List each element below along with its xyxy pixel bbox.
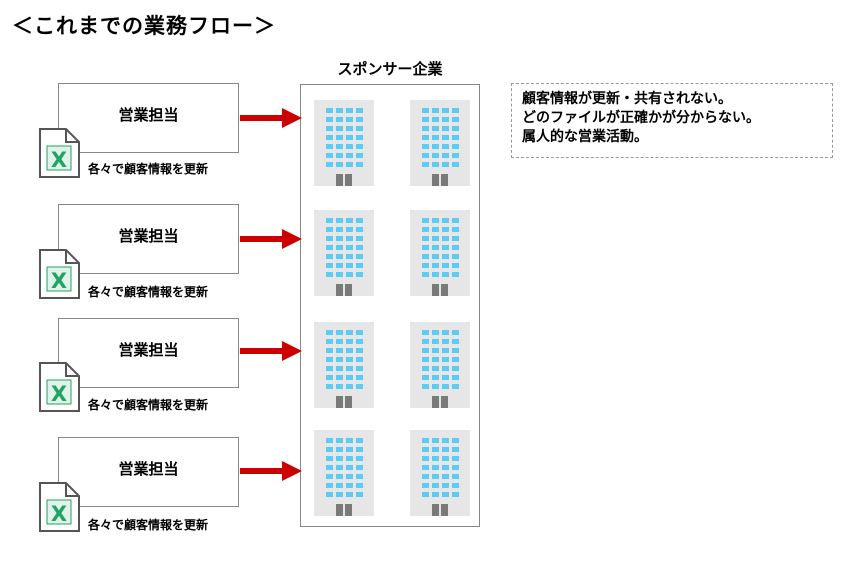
issue-line: どのファイルが正確かが分からない。 (522, 110, 760, 126)
office-building-icon (410, 210, 470, 296)
office-building-icon (314, 322, 374, 408)
office-building-icon (410, 100, 470, 186)
update-caption: 各々で顧客情報を更新 (86, 516, 211, 533)
svg-text:X: X (51, 502, 67, 526)
issue-line: 顧客情報が更新・共有されない。 (522, 91, 732, 107)
sales-rep-label: 営業担当 (118, 106, 179, 124)
office-building-icon (410, 322, 470, 408)
right-arrow-icon (240, 108, 302, 128)
right-arrow-icon (240, 229, 302, 249)
excel-file-icon: X (39, 249, 80, 299)
sales-rep-box: 営業担当 (58, 204, 239, 274)
office-building-icon (314, 210, 374, 296)
svg-text:X: X (51, 269, 67, 293)
issue-line: 属人的な営業活動。 (522, 129, 648, 145)
office-building-icon (314, 100, 374, 186)
office-building-icon (314, 430, 374, 516)
sales-rep-label: 営業担当 (118, 460, 179, 478)
office-building-icon (410, 430, 470, 516)
update-caption: 各々で顧客情報を更新 (86, 396, 211, 413)
svg-text:X: X (51, 382, 67, 406)
sales-rep-box: 営業担当 (58, 83, 239, 153)
update-caption: 各々で顧客情報を更新 (86, 283, 211, 300)
svg-text:X: X (51, 148, 67, 172)
sales-rep-box: 営業担当 (58, 437, 239, 507)
sponsor-label: スポンサー企業 (337, 60, 443, 78)
excel-file-icon: X (39, 362, 80, 412)
right-arrow-icon (240, 341, 302, 361)
excel-file-icon: X (39, 128, 80, 178)
sales-rep-box: 営業担当 (58, 318, 239, 388)
issues-note-box: 顧客情報が更新・共有されない。 どのファイルが正確かが分からない。 属人的な営業… (511, 83, 833, 158)
sales-rep-label: 営業担当 (118, 341, 179, 359)
excel-file-icon: X (39, 482, 80, 532)
sponsor-company-box (300, 84, 480, 527)
right-arrow-icon (240, 461, 302, 481)
update-caption: 各々で顧客情報を更新 (86, 160, 211, 177)
page-title: ＜これまでの業務フロー＞ (12, 14, 276, 38)
sales-rep-label: 営業担当 (118, 227, 179, 245)
